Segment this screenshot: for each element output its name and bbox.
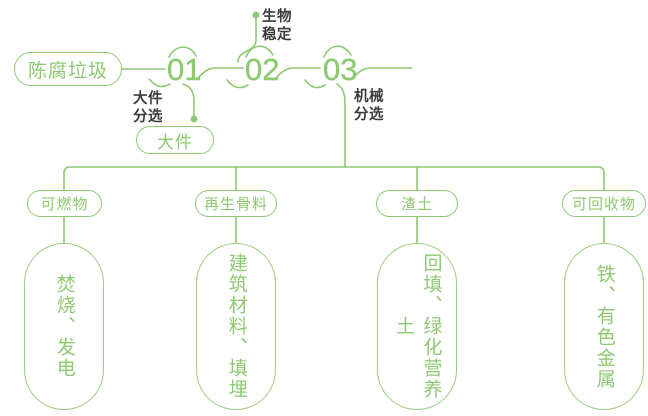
arc-step3-bottom <box>304 79 326 89</box>
bus-right <box>344 166 605 191</box>
dot-bulky-endpoint <box>190 115 198 123</box>
bus-left <box>63 166 346 191</box>
node-category-recycled-aggregate[interactable]: 再生骨料 <box>195 190 277 217</box>
node-use-slag-soil-text: 回填、绿化营养土 <box>393 253 442 400</box>
step-label-bulky-sorting: 大件 分选 <box>133 91 163 126</box>
step-number-02[interactable]: 02 <box>245 52 280 87</box>
node-use-slag-soil[interactable]: 回填、绿化营养土 <box>377 243 457 410</box>
node-use-combustible-text: 焚烧、发电 <box>53 274 75 379</box>
arc-step3-top <box>323 45 352 58</box>
node-root-waste[interactable]: 陈腐垃圾 <box>14 52 122 86</box>
node-use-recyclable[interactable]: 铁、有色金属 <box>564 243 644 410</box>
node-use-recycled-aggregate[interactable]: 建筑材料、填埋 <box>196 243 276 410</box>
line-step3-tail <box>352 67 413 79</box>
dot-bio-endpoint <box>252 11 260 19</box>
step-number-01[interactable]: 01 <box>167 52 202 87</box>
stem-bio <box>237 15 257 63</box>
stem-bulky <box>182 83 195 119</box>
node-use-recycled-aggregate-text: 建筑材料、填埋 <box>225 253 247 400</box>
node-category-slag-soil[interactable]: 渣土 <box>376 190 458 217</box>
line-step2-to-step3 <box>275 67 321 79</box>
arc-step1-bottom <box>148 78 171 88</box>
step-label-biological-stabilization: 生物 稳定 <box>262 9 292 44</box>
arc-step2-bottom <box>226 79 249 89</box>
step-label-mechanical-sorting: 机械 分选 <box>354 89 384 124</box>
node-category-recyclable[interactable]: 可回收物 <box>562 190 646 217</box>
step-number-03[interactable]: 03 <box>323 52 358 87</box>
arc-step1-top <box>168 46 197 58</box>
node-output-bulky[interactable]: 大件 <box>136 126 214 154</box>
line-step1-to-step2 <box>197 67 244 79</box>
node-use-recyclable-text: 铁、有色金属 <box>593 263 615 390</box>
stem-mech <box>336 83 346 168</box>
arc-step2-top <box>245 45 274 58</box>
node-use-combustible[interactable]: 焚烧、发电 <box>24 243 104 410</box>
node-category-combustible[interactable]: 可燃物 <box>27 190 102 217</box>
